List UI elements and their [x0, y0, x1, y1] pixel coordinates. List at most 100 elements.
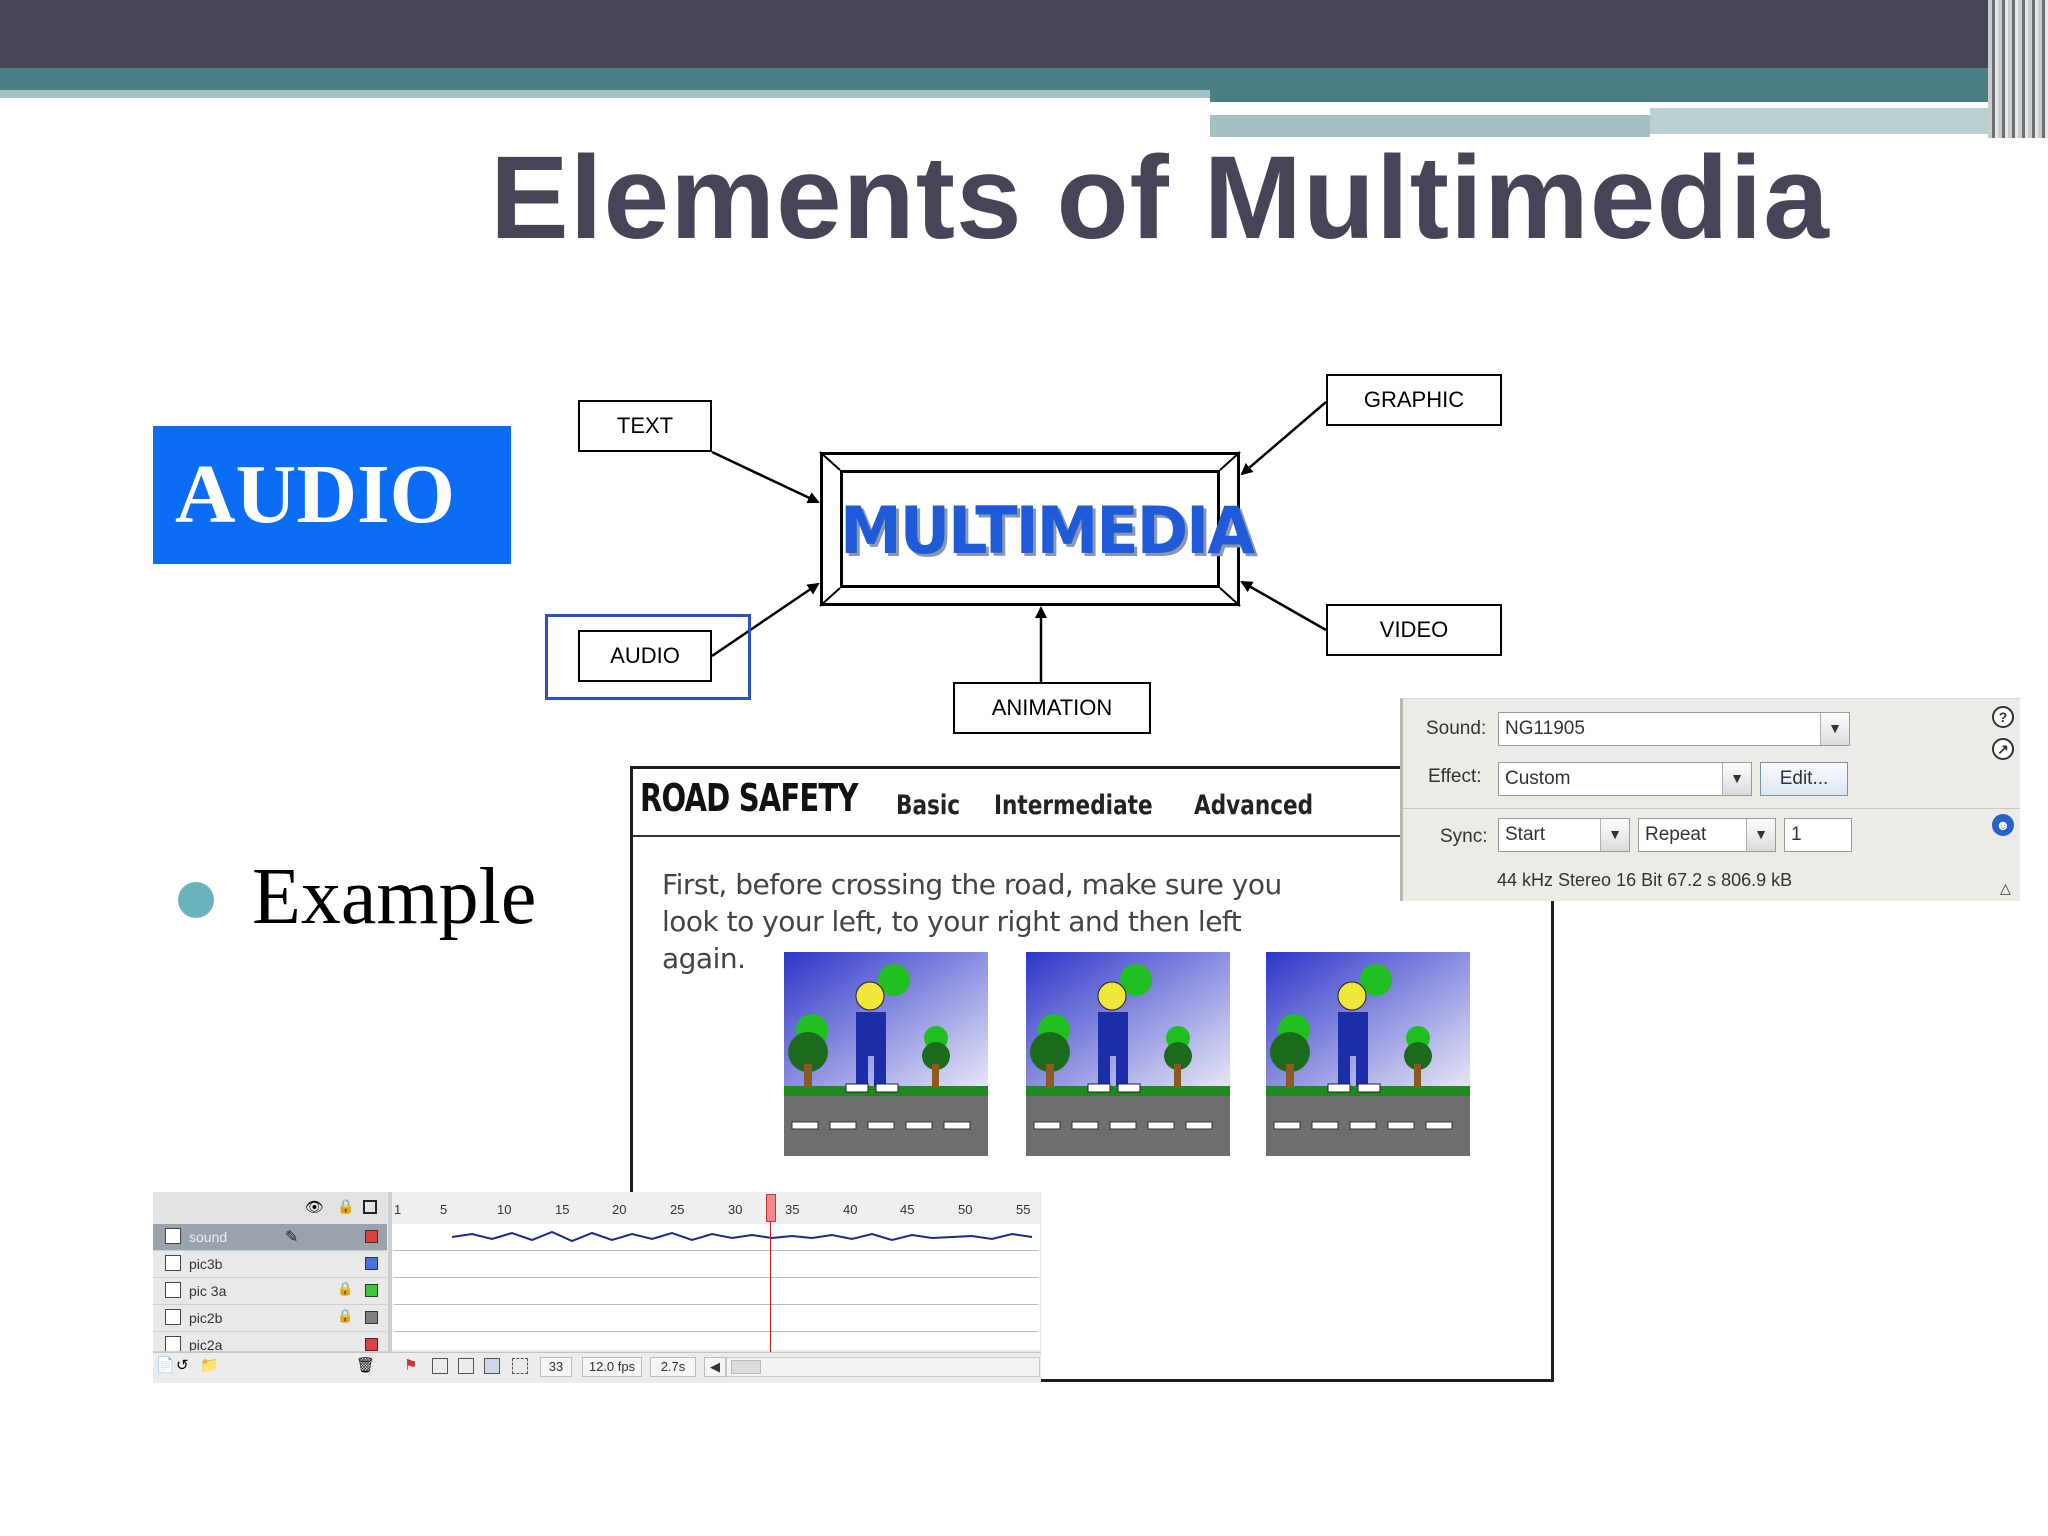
sync-select-value: Start [1505, 824, 1546, 845]
header-vertical-stripes [1988, 0, 2048, 138]
layer-name: pic2a [189, 1337, 223, 1352]
edit-button[interactable]: Edit... [1760, 762, 1848, 796]
lock-icon[interactable]: 🔒 [337, 1308, 354, 1323]
layer-row[interactable]: pic3b [153, 1251, 387, 1278]
edit-multiple-icon[interactable] [484, 1358, 500, 1374]
lock-icon[interactable]: 🔒 [337, 1198, 355, 1214]
layer-color-swatch[interactable] [365, 1311, 378, 1324]
tab-intermediate[interactable]: Intermediate [994, 790, 1153, 821]
onion-markers-icon[interactable] [512, 1358, 528, 1374]
header-bar-white-line [1210, 102, 1850, 108]
onion-skin-icon[interactable] [432, 1358, 448, 1374]
layer-header: 👁 🔒 [153, 1192, 387, 1225]
sync-label: Sync: [1440, 826, 1488, 847]
arrow-graphic [1240, 401, 1327, 476]
effect-label: Effect: [1428, 766, 1482, 787]
scrollbar-thumb[interactable] [731, 1360, 761, 1374]
frame-row-line [394, 1250, 1038, 1251]
pencil-icon: ✎ [285, 1229, 299, 1246]
slide-title: Elements of Multimedia [490, 132, 1830, 264]
scroll-left-icon[interactable]: ◀ [704, 1357, 726, 1377]
tick-label: 55 [1016, 1202, 1031, 1217]
chevron-down-icon[interactable]: ▼ [1600, 819, 1629, 851]
tick-label: 30 [728, 1202, 743, 1217]
layer-color-swatch[interactable] [365, 1257, 378, 1270]
layer-name: pic3b [189, 1256, 223, 1272]
add-guide-icon[interactable]: ↺ [176, 1357, 189, 1374]
effect-select[interactable]: Custom ▼ [1498, 762, 1752, 796]
layer-icon [165, 1228, 181, 1244]
layer-row[interactable]: pic 3a 🔒 [153, 1278, 387, 1305]
effect-select-value: Custom [1505, 768, 1571, 789]
elapsed-time: 2.7s [650, 1357, 696, 1377]
layer-row[interactable]: pic2a [153, 1332, 387, 1352]
eye-icon[interactable]: 👁 [305, 1199, 325, 1216]
node-audio: AUDIO [578, 630, 712, 682]
playhead-line [770, 1222, 771, 1352]
tick-label: 40 [843, 1202, 858, 1217]
current-frame: 33 [540, 1357, 572, 1377]
sound-waveform [451, 1230, 1033, 1243]
frame-row-line [394, 1277, 1038, 1278]
bullet-dot [178, 882, 214, 918]
layer-row[interactable]: sound ✎ [153, 1224, 387, 1251]
lock-icon[interactable]: 🔒 [337, 1281, 354, 1296]
sound-select[interactable]: NG11905 ▼ [1498, 712, 1850, 746]
sync-select[interactable]: Start ▼ [1498, 818, 1630, 852]
node-video: VIDEO [1326, 604, 1502, 656]
repeat-count-input[interactable]: 1 [1784, 818, 1852, 852]
layer-icon [165, 1282, 181, 1298]
onion-outline-icon[interactable] [458, 1358, 474, 1374]
accessibility-icon[interactable]: ☻ [1992, 814, 2014, 836]
tick-label: 1 [394, 1202, 402, 1217]
outline-icon[interactable] [363, 1200, 377, 1214]
frame-row-line [394, 1304, 1038, 1305]
collapse-icon[interactable]: △ [2000, 880, 2011, 896]
bullet-example: Example [252, 853, 537, 941]
tab-basic[interactable]: Basic [896, 790, 961, 821]
layer-name: sound [189, 1229, 228, 1245]
layer-color-swatch[interactable] [365, 1338, 378, 1351]
add-layer-icon[interactable]: 📄 [156, 1357, 175, 1374]
frame-row-line [394, 1331, 1038, 1332]
road-safety-header [633, 769, 1551, 837]
help-icon[interactable]: ? [1992, 706, 2014, 728]
crossing-scene-image [1026, 952, 1230, 1156]
crossing-scene-image [784, 952, 988, 1156]
layer-color-swatch[interactable] [365, 1230, 378, 1243]
chevron-down-icon[interactable]: ▼ [1746, 819, 1775, 851]
layer-row[interactable]: pic2b 🔒 [153, 1305, 387, 1332]
add-folder-icon[interactable]: 📁 [200, 1357, 219, 1374]
layer-name: pic2b [189, 1310, 223, 1326]
node-graphic: GRAPHIC [1326, 374, 1502, 426]
tab-advanced[interactable]: Advanced [1194, 790, 1314, 821]
center-frame-icon[interactable]: ⚑ [404, 1357, 418, 1374]
sound-label: Sound: [1426, 718, 1487, 739]
open-icon[interactable]: ↗ [1992, 738, 2014, 760]
arrow-text [711, 450, 820, 504]
audio-badge: AUDIO [153, 426, 511, 564]
repeat-select[interactable]: Repeat ▼ [1638, 818, 1776, 852]
header-bar-teal [0, 68, 2000, 90]
layer-icon [165, 1336, 181, 1351]
playhead-handle[interactable] [766, 1194, 776, 1222]
road-safety-instructions: First, before crossing the road, make su… [662, 868, 1282, 975]
arrow-audio [711, 582, 820, 658]
header-bar-dark [0, 0, 2048, 68]
chevron-down-icon[interactable]: ▼ [1722, 763, 1751, 795]
frame-grid[interactable] [392, 1224, 1040, 1350]
timeline-splitter[interactable] [388, 1192, 392, 1352]
repeat-select-value: Repeat [1645, 824, 1707, 845]
tick-label: 25 [670, 1202, 685, 1217]
timeline-scrollbar[interactable] [726, 1357, 1040, 1377]
chevron-down-icon[interactable]: ▼ [1820, 713, 1849, 745]
tick-label: 10 [497, 1202, 512, 1217]
tick-label: 15 [555, 1202, 570, 1217]
panel-divider [1403, 808, 2020, 809]
road-safety-title: ROAD SAFETY [640, 776, 858, 820]
multimedia-frame-inner [840, 470, 1220, 588]
multimedia-label: MULTIMEDIA [840, 492, 1255, 569]
layer-color-swatch[interactable] [365, 1284, 378, 1297]
trash-icon[interactable]: 🗑 [356, 1357, 376, 1374]
audio-highlight-box [545, 614, 751, 700]
